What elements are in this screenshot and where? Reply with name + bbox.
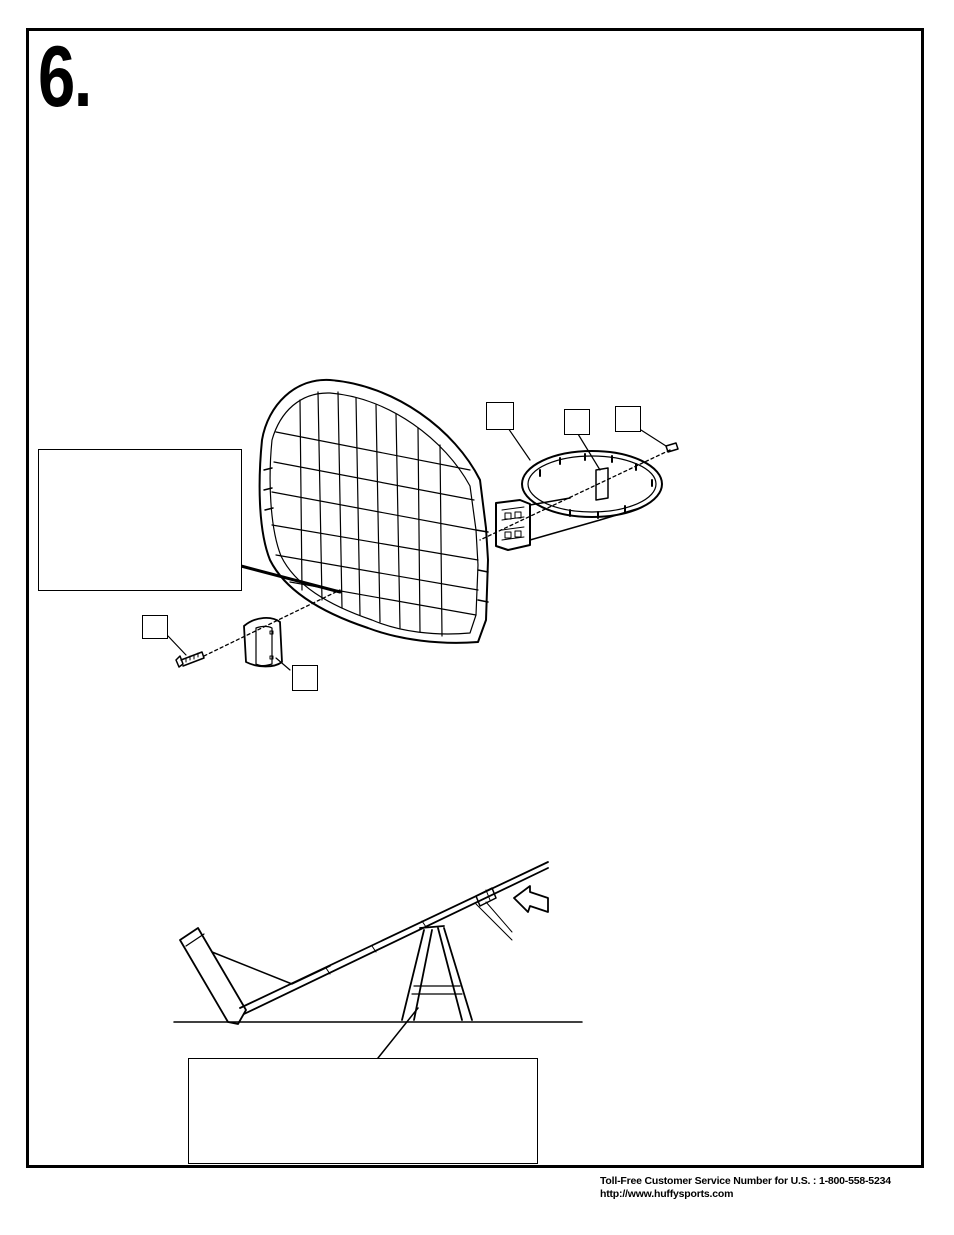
- part-ref-box-spacer: [564, 409, 590, 435]
- part-ref-box-bracket: [292, 665, 318, 691]
- step-number: 6.: [38, 29, 92, 125]
- pole-on-sawhorse-drawing: [173, 861, 583, 1025]
- callout-box-bottom: [188, 1058, 538, 1164]
- customer-service-phone: Toll-Free Customer Service Number for U.…: [600, 1175, 891, 1187]
- part-ref-box-bolt: [142, 615, 168, 639]
- backboard-drawing: [258, 378, 489, 644]
- callout-box-left: [38, 449, 242, 591]
- bolt-and-bracket-drawing: [175, 617, 283, 668]
- footer: Toll-Free Customer Service Number for U.…: [600, 1175, 891, 1201]
- page-frame: [26, 28, 924, 1168]
- part-ref-box-rim: [486, 402, 514, 430]
- part-ref-box-nut: [615, 406, 641, 432]
- website-url[interactable]: http://www.huffysports.com: [600, 1188, 734, 1200]
